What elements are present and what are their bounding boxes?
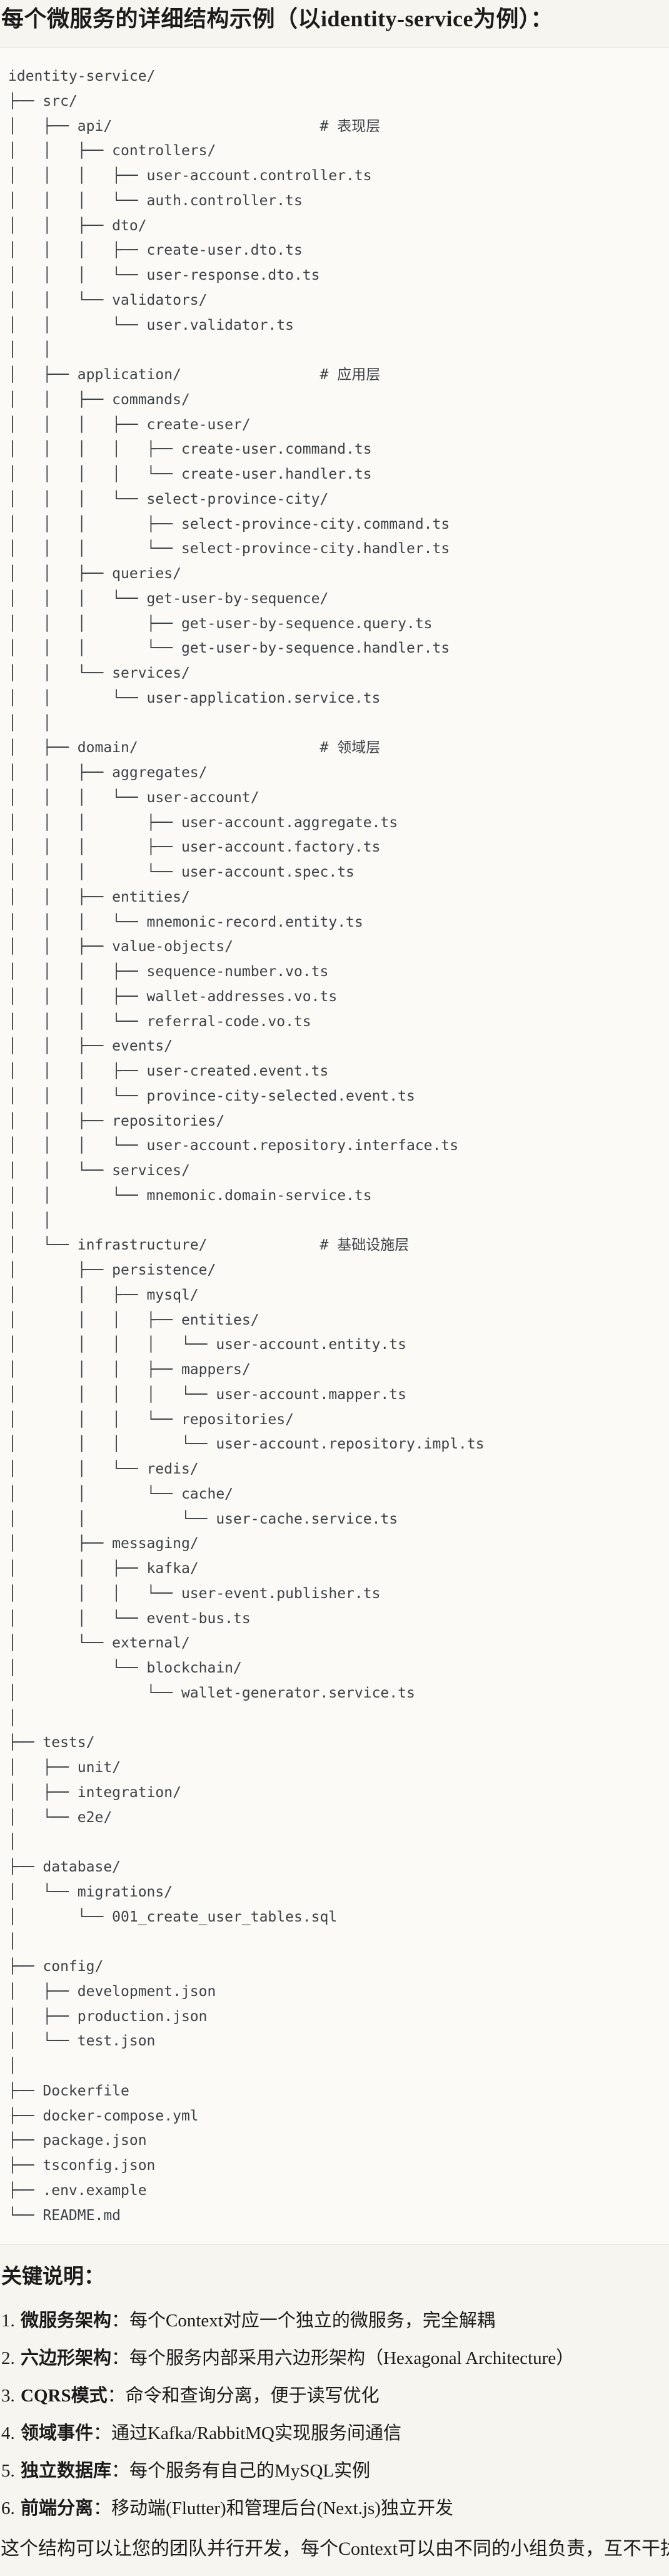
note-term: 六边形架构 bbox=[21, 2348, 112, 2369]
note-separator: ： bbox=[111, 2348, 130, 2369]
note-number: 6. bbox=[1, 2498, 15, 2519]
note-separator: ： bbox=[107, 2386, 126, 2406]
note-separator: ： bbox=[111, 2461, 130, 2482]
note-separator: ： bbox=[111, 2311, 130, 2331]
note-term: CQRS模式 bbox=[21, 2386, 108, 2406]
note-term: 独立数据库 bbox=[21, 2461, 112, 2482]
note-description: 每个服务内部采用六边形架构（Hexagonal Architecture） bbox=[129, 2348, 575, 2369]
note-separator: ： bbox=[93, 2498, 112, 2519]
note-item: 3. CQRS模式：命令和查询分离，便于读写优化 bbox=[1, 2384, 668, 2408]
note-number: 3. bbox=[1, 2386, 15, 2406]
note-item: 2. 六边形架构：每个服务内部采用六边形架构（Hexagonal Archite… bbox=[1, 2346, 668, 2370]
code-block: identity-service/ ├── src/ │ ├── api/ # … bbox=[0, 47, 669, 2246]
page-title: 每个微服务的详细结构示例（以identity-service为例）： bbox=[1, 6, 553, 31]
notes-list: 1. 微服务架构：每个Context对应一个独立的微服务，完全解耦 2. 六边形… bbox=[0, 2309, 669, 2520]
note-number: 4. bbox=[1, 2423, 15, 2444]
note-description: 通过Kafka/RabbitMQ实现服务间通信 bbox=[111, 2423, 401, 2444]
note-number: 1. bbox=[1, 2311, 15, 2331]
closing-paragraph: 这个结构可以让您的团队并行开发，每个Context可以由不同的小组负责，互不干扰… bbox=[1, 2538, 669, 2560]
directory-tree-text: identity-service/ ├── src/ │ ├── api/ # … bbox=[8, 68, 485, 2224]
note-item: 1. 微服务架构：每个Context对应一个独立的微服务，完全解耦 bbox=[1, 2309, 668, 2333]
note-term: 领域事件 bbox=[21, 2423, 94, 2444]
note-number: 2. bbox=[1, 2348, 15, 2369]
note-separator: ： bbox=[93, 2423, 112, 2444]
notes-heading: 关键说明： bbox=[1, 2266, 104, 2289]
note-item: 4. 领域事件：通过Kafka/RabbitMQ实现服务间通信 bbox=[1, 2421, 668, 2445]
note-item: 6. 前端分离：移动端(Flutter)和管理后台(Next.js)独立开发 bbox=[1, 2497, 668, 2520]
note-description: 每个服务有自己的MySQL实例 bbox=[129, 2461, 371, 2482]
note-description: 移动端(Flutter)和管理后台(Next.js)独立开发 bbox=[111, 2498, 453, 2519]
note-term: 微服务架构 bbox=[21, 2311, 112, 2331]
note-item: 5. 独立数据库：每个服务有自己的MySQL实例 bbox=[1, 2459, 668, 2483]
note-description: 每个Context对应一个独立的微服务，完全解耦 bbox=[129, 2311, 495, 2331]
note-term: 前端分离 bbox=[21, 2498, 94, 2519]
note-description: 命令和查询分离，便于读写优化 bbox=[125, 2386, 380, 2406]
note-number: 5. bbox=[1, 2461, 15, 2482]
